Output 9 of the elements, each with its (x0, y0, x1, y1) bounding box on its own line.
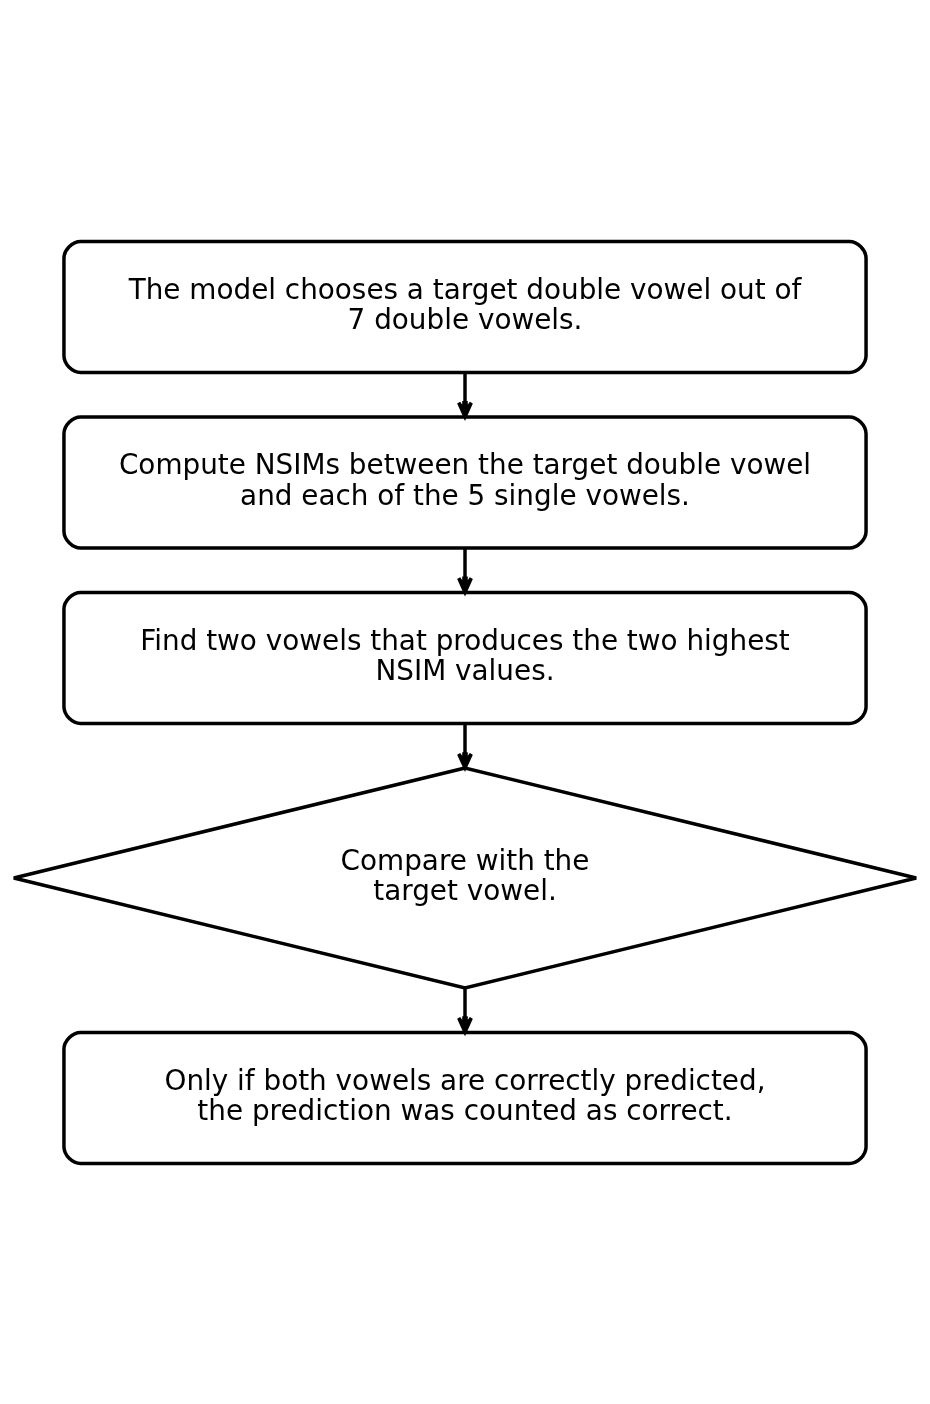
node-diamond: Compare with the target vowel. (12, 765, 918, 990)
node-box: Compute NSIMs between the target double vowel and each of the 5 single vowels. (62, 414, 868, 550)
node-box: Only if both vowels are correctly predicted, the prediction was counted as correct. (62, 1030, 868, 1165)
arrow (457, 987, 473, 1034)
arrow (457, 723, 473, 770)
node-box: Find two vowels that produces the two highest NSIM values. (62, 590, 868, 725)
node-box: The model chooses a target double vowel out of 7 double vowels. (62, 239, 868, 374)
arrow (457, 372, 473, 418)
arrow (457, 547, 473, 594)
